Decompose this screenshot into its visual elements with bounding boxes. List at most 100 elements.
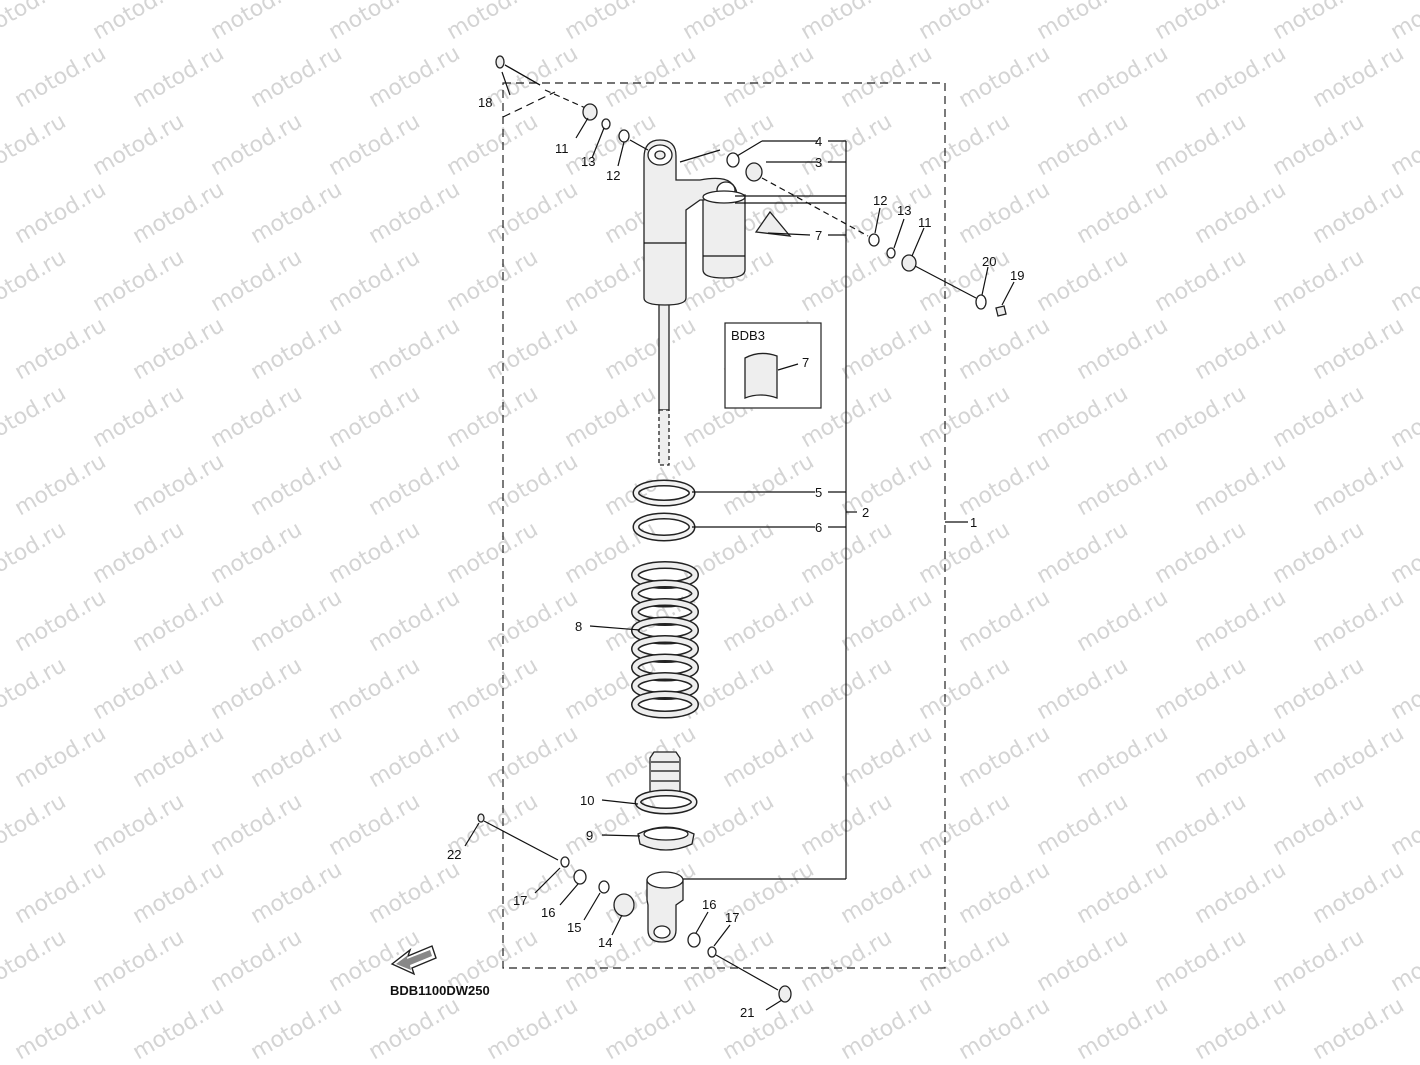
watermark-text: motod.ru [129, 41, 229, 113]
spring-seat-5 [632, 479, 696, 507]
callout-17-left: 17 [513, 893, 527, 908]
watermark-text: motod.ru [1191, 857, 1291, 929]
callout-9: 9 [586, 828, 593, 843]
bearing-14 [613, 893, 635, 917]
callout-12-right: 12 [873, 193, 887, 208]
watermark-text: motod.ru [837, 993, 937, 1065]
callout-19: 19 [1010, 268, 1024, 283]
watermark-text: motod.ru [89, 245, 189, 317]
watermark-text: motod.ru [443, 0, 543, 45]
watermark-text: motod.ru [483, 721, 583, 793]
watermark-text: motod.ru [0, 517, 70, 589]
watermark-text: motod.ru [207, 381, 307, 453]
callout-5: 5 [815, 485, 822, 500]
watermark-text: motod.ru [365, 313, 465, 385]
watermark-text: motod.ru [1073, 857, 1173, 929]
watermark-text: motod.ru [719, 993, 819, 1065]
watermark-text: motod.ru [247, 993, 347, 1065]
watermark-text: motod.ru [915, 653, 1015, 725]
spring-guide-10 [634, 789, 698, 815]
watermark-text: motod.ru [483, 177, 583, 249]
callout-17-right: 17 [725, 910, 739, 925]
watermark-text: motod.ru [1033, 653, 1133, 725]
watermark-text: motod.ru [837, 177, 937, 249]
bolt-21 [778, 985, 792, 1003]
watermark-text: motod.ru [955, 721, 1055, 793]
watermark-text: motod.ru [561, 517, 661, 589]
watermark-text: motod.ru [1033, 245, 1133, 317]
watermark-text: motod.ru [837, 449, 937, 521]
watermark-text: motod.ru [207, 789, 307, 861]
callout-labels: 1 2 3 4 5 6 7 8 9 10 11 13 12 12 13 11 2… [447, 95, 1024, 1020]
watermark-text: motod.ru [1033, 517, 1133, 589]
label-tag-7 [754, 210, 792, 237]
callout-3: 3 [815, 155, 822, 170]
watermark-text: motod.ru [11, 41, 111, 113]
bushing-3 [745, 162, 763, 182]
watermark-text: motod.ru [1191, 585, 1291, 657]
callout-6: 6 [815, 520, 822, 535]
bump-stopper [649, 751, 681, 793]
lower-eye-mount [646, 871, 684, 943]
seal-16-right [687, 932, 701, 948]
watermark-text: motod.ru [719, 721, 819, 793]
watermark-text: motod.ru [1151, 789, 1251, 861]
watermark-text: motod.ru [955, 585, 1055, 657]
watermark-text: motod.ru [207, 653, 307, 725]
watermark-text: motod.ru [1073, 449, 1173, 521]
watermark-text: motod.ru [1033, 109, 1133, 181]
spring-seat-9 [637, 826, 695, 851]
watermark-text: motod.ru [1309, 41, 1409, 113]
group-bracket-2 [683, 140, 857, 880]
callout-7: 7 [815, 228, 822, 243]
watermark-text: motod.ru [1073, 585, 1173, 657]
watermark-text: motod.ru [0, 0, 70, 45]
watermark-text: motod.ru [561, 789, 661, 861]
callout-13-right: 13 [897, 203, 911, 218]
watermark-text: motod.ru [325, 245, 425, 317]
watermark-text: motod.ru [1309, 993, 1409, 1065]
watermark-text: motod.ru [719, 585, 819, 657]
watermark-text: motod.ru [719, 41, 819, 113]
watermark-text: motod.ru [915, 517, 1015, 589]
watermark-text: motod.ru [1387, 109, 1420, 181]
watermark-text: motod.ru [1387, 925, 1420, 997]
watermark-text: motod.ru [0, 925, 70, 997]
watermark-text: motod.ru [365, 857, 465, 929]
diagram-code: BDB1100DW250 [390, 983, 490, 998]
watermark-text: motod.ru [89, 789, 189, 861]
watermark-text: motod.ru [1151, 0, 1251, 45]
watermark-text: motod.ru [207, 517, 307, 589]
watermark-text: motod.ru [1191, 177, 1291, 249]
watermark-text: motod.ru [915, 245, 1015, 317]
watermark-text: motod.ru [0, 381, 70, 453]
watermark-text: motod.ru [247, 313, 347, 385]
watermark-text: motod.ru [483, 449, 583, 521]
watermark-text: motod.ru [1191, 41, 1291, 113]
watermark-text: motod.ru [11, 857, 111, 929]
watermark-text: motod.ru [1033, 0, 1133, 45]
watermark-text: motod.ru [11, 721, 111, 793]
watermark-text: motod.ru [483, 585, 583, 657]
watermark-text: motod.ru [207, 0, 307, 45]
watermark-text: motod.ru [1033, 381, 1133, 453]
front-direction-arrow-icon [390, 945, 437, 976]
watermark-text: motod.ru [247, 721, 347, 793]
watermark-text: motod.ru [443, 245, 543, 317]
watermark-text: motod.ru [915, 925, 1015, 997]
watermark-text: motod.ru [719, 449, 819, 521]
watermark-text: motod.ru [129, 313, 229, 385]
watermark-text: motod.ru [1033, 925, 1133, 997]
watermark-text: motod.ru [1269, 925, 1369, 997]
watermark-text: motod.ru [483, 313, 583, 385]
watermark-text: motod.ru [915, 789, 1015, 861]
callout-4: 4 [815, 134, 822, 149]
callout-22: 22 [447, 847, 461, 862]
watermark-text: motod.ru [1073, 177, 1173, 249]
watermark-text: motod.ru [11, 177, 111, 249]
washer-17-left [560, 856, 570, 868]
watermark-text: motod.ru [207, 245, 307, 317]
watermark-text: motod.ru [837, 313, 937, 385]
watermark-text: motod.ru [679, 109, 779, 181]
